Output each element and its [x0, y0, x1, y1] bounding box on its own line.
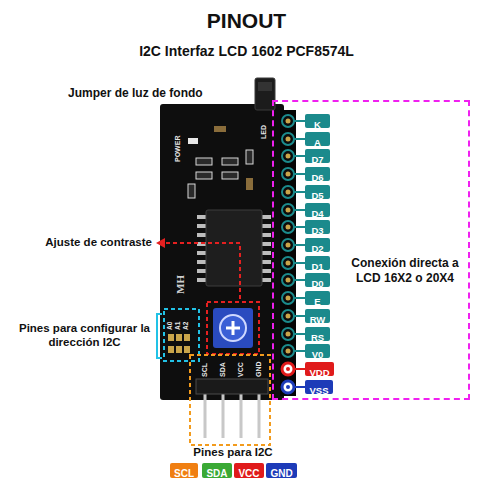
pin-label: E — [305, 291, 330, 305]
pin-name: VSS — [309, 384, 328, 398]
pin-name: VDD — [309, 366, 329, 380]
highlight-frame — [164, 309, 199, 361]
address-pads — [168, 334, 190, 353]
silkscreen-text: VCC — [237, 362, 244, 377]
lcd-header-pins — [282, 115, 306, 393]
pin-label: D6 — [305, 167, 330, 181]
pin-name: D3 — [311, 224, 323, 238]
callout-label: Pines para configurar la dirección I2C — [17, 322, 152, 350]
i2c-pin-label: SDA — [202, 463, 232, 478]
page-title: PINOUT — [0, 8, 493, 33]
pin-name: SCL — [174, 466, 194, 481]
smd-components — [188, 126, 253, 198]
i2c-pin-label: GND — [266, 463, 297, 478]
pin-label: D4 — [305, 203, 330, 217]
silkscreen-text: SCL — [201, 363, 208, 377]
pin-name: D1 — [311, 260, 323, 274]
callout-label: Jumper de luz de fondo — [68, 86, 203, 100]
connection-region: Conexión directa a LCD 16X2 o 20X4KAD7D6… — [272, 100, 470, 400]
callout-label: Ajuste de contraste — [8, 236, 152, 250]
silkscreen-text: POWER — [174, 136, 181, 162]
pin-name: VCC — [238, 466, 259, 481]
i2c-header — [196, 379, 268, 438]
silkscreen-text: GND — [255, 361, 262, 377]
pin-label: D2 — [305, 238, 330, 252]
pin-name: D2 — [311, 242, 323, 256]
pin-label: D3 — [305, 220, 330, 234]
pin-name: RS — [311, 331, 324, 345]
potentiometer — [213, 308, 253, 348]
pin-name: V0 — [312, 348, 324, 362]
pin-label: D0 — [305, 273, 330, 287]
highlight-frame — [207, 302, 259, 354]
pin-name: GND — [270, 466, 292, 481]
highlight-frame — [190, 355, 270, 445]
pin-name: K — [314, 118, 321, 132]
silkscreen-text: A1 — [175, 322, 182, 330]
callout-arrow — [156, 238, 165, 248]
pin-label: D5 — [305, 185, 330, 199]
pin-label: D7 — [305, 149, 330, 163]
i2c-pin-label: VCC — [234, 463, 264, 478]
pin-name: D6 — [311, 171, 323, 185]
pin-name: D7 — [311, 153, 323, 167]
pin-label: VDD — [305, 362, 334, 376]
pin-name: D4 — [311, 207, 323, 221]
jumper-cap — [258, 82, 272, 91]
pin-name: RW — [310, 313, 326, 327]
pin-name: E — [314, 295, 320, 309]
leader-line — [166, 243, 240, 302]
pin-label: RS — [305, 327, 330, 341]
pin-name: SDA — [206, 466, 227, 481]
i2c-pin-label: SCL — [170, 463, 198, 478]
pin-label: D1 — [305, 256, 330, 270]
pin-name: A — [314, 136, 321, 150]
pin-label: RW — [305, 309, 330, 323]
subtitle: I2C Interfaz LCD 1602 PCF8574L — [0, 43, 493, 60]
pin-label: A — [305, 132, 330, 146]
bracket — [157, 314, 162, 358]
silkscreen-text: A0 — [167, 322, 174, 330]
silkscreen-text: SDA — [219, 362, 226, 377]
pin-name: D0 — [311, 277, 323, 291]
silkscreen-text: A2 — [183, 322, 190, 330]
callout-label: Pines para I2C — [150, 446, 316, 460]
pin-label: K — [305, 114, 330, 128]
region-heading: Conexión directa a LCD 16X2 o 20X4 — [345, 256, 465, 286]
silkscreen-text: LED — [260, 125, 267, 139]
pin-header — [280, 110, 296, 396]
pcf8574-chip — [197, 210, 271, 286]
pin-label: VSS — [305, 380, 333, 394]
pin-name: D5 — [311, 189, 323, 203]
pin-label: V0 — [305, 344, 330, 358]
silkscreen-text: MH — [175, 275, 186, 294]
